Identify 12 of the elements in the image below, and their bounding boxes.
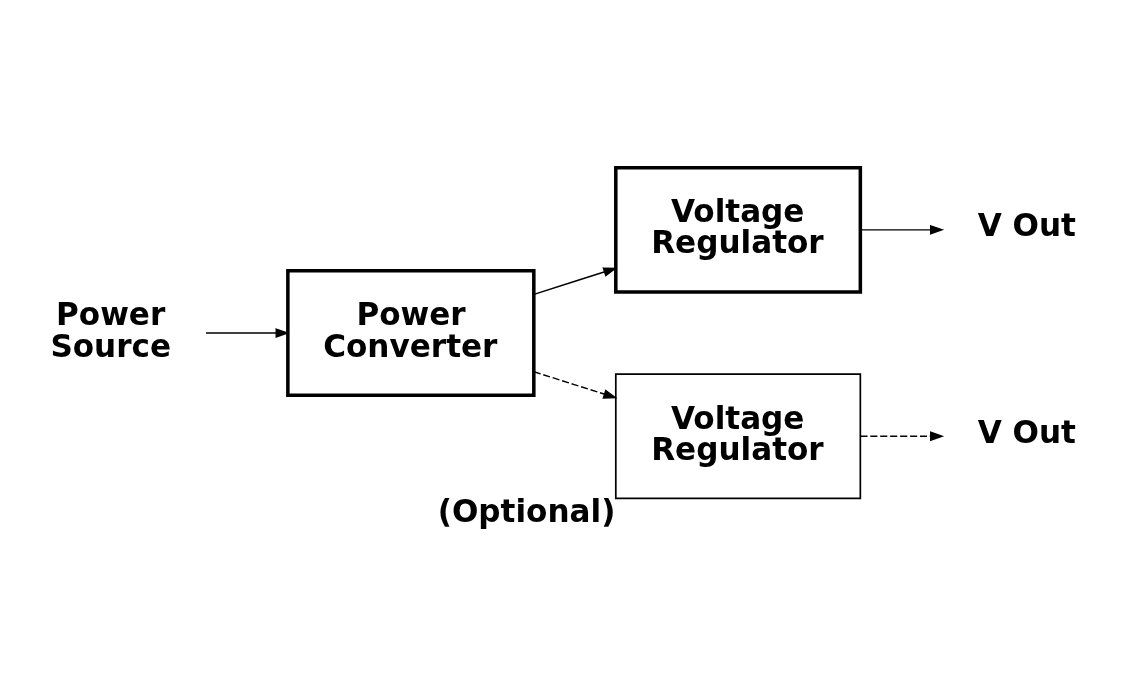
node-box: Power Converter: [286, 268, 536, 397]
node-box: Voltage Regulator: [614, 165, 863, 294]
arrow: [859, 224, 945, 235]
node-text: V Out: [977, 413, 1076, 450]
arrow: [859, 430, 945, 441]
arrow: [533, 266, 618, 295]
node-text: Power Source: [50, 295, 172, 363]
arrow: [205, 327, 290, 338]
node-label: (Optional): [437, 492, 616, 529]
node-box: Voltage Regulator: [614, 372, 862, 499]
arrow: [533, 370, 618, 399]
node-text: V Out: [977, 206, 1076, 243]
